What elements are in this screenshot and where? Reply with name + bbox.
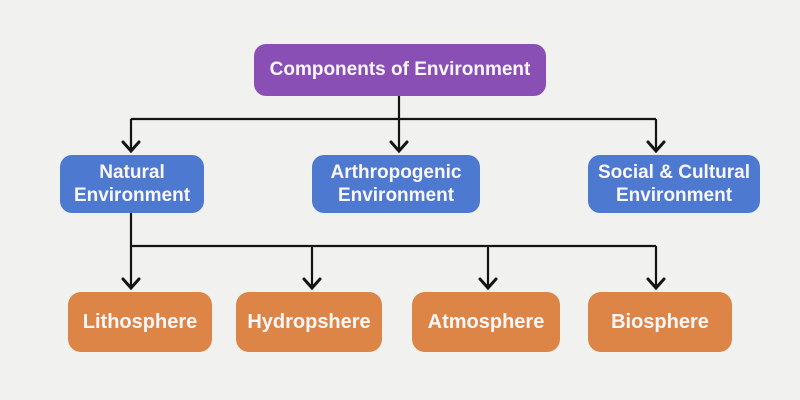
node-natural-environment: Natural Environment xyxy=(60,155,204,213)
tier2-connectors xyxy=(121,213,666,291)
arrowhead-natural xyxy=(121,140,141,154)
arrowhead-biosphere xyxy=(646,277,666,291)
node-arthropogenic-environment: Arthropogenic Environment xyxy=(312,155,480,213)
node-social-cultural-environment: Social & Cultural Environment xyxy=(588,155,760,213)
node-components-of-environment: Components of Environment xyxy=(254,44,546,96)
node-lithosphere: Lithosphere xyxy=(68,292,212,352)
arrowhead-arthropogenic xyxy=(389,140,409,154)
node-atmosphere: Atmosphere xyxy=(412,292,560,352)
arrowhead-hydropshere xyxy=(302,277,322,291)
node-biosphere: Biosphere xyxy=(588,292,732,352)
node-hydropshere: Hydropshere xyxy=(236,292,382,352)
arrowhead-atmosphere xyxy=(478,277,498,291)
arrowhead-lithosphere xyxy=(121,277,141,291)
tier1-connectors xyxy=(121,96,666,154)
arrowhead-social xyxy=(646,140,666,154)
